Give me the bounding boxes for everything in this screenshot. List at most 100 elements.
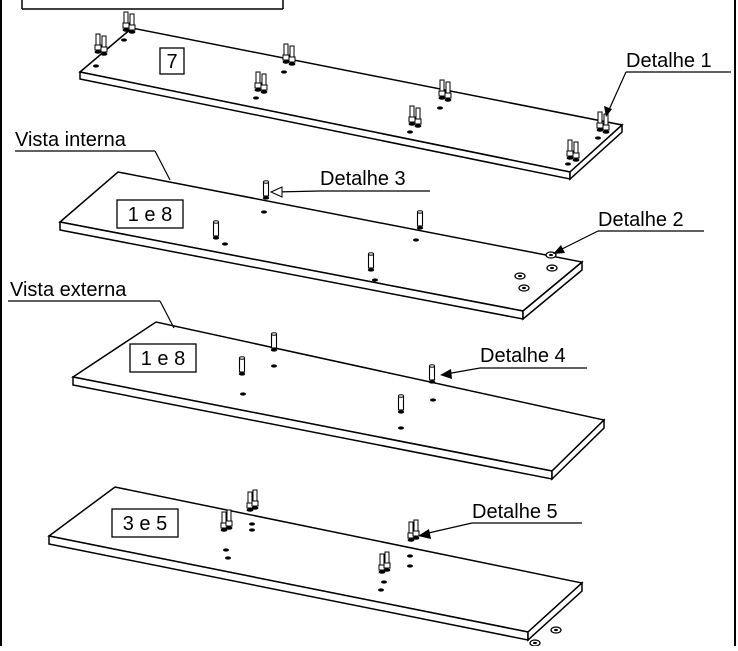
screw-icon [407,521,415,542]
hole-icon [407,564,413,568]
screw-icon [572,141,580,162]
hole-icon [430,398,436,402]
callout-leader [607,71,627,113]
dowel-icon [397,394,405,414]
callout-detalhe-5: Detalhe 5 [418,501,582,539]
callout-detalhe-1: Detalhe 1 [604,50,731,117]
screw-icon [94,33,102,54]
dowel-icon [270,332,278,352]
hole-icon [437,106,443,110]
hole-icon [281,70,287,74]
panel-badge: 1 e 8 [128,204,172,226]
panel-3e5-badge: 3 e 5 [111,508,179,538]
hole-icon [93,64,99,68]
screw-icon [122,11,130,32]
screw-icon [288,45,296,66]
screw-icon [414,107,422,128]
callout-leader [445,367,481,375]
screw-icon [282,43,290,64]
panel-badge: 1 e 8 [141,348,185,370]
panel-badge: 7 [166,51,177,73]
hole-icon [240,392,246,396]
screw-icon [408,105,416,126]
view-label: Vista externa [10,279,127,301]
panel-7-badge: 7 [159,47,185,75]
hole-icon [253,96,259,100]
cam-lock-icon [529,639,541,647]
callout-label: Detalhe 3 [320,168,406,190]
screw-icon [220,511,228,532]
callout-detalhe-2: Detalhe 2 [553,209,704,254]
hole-icon [249,528,255,532]
hole-icon [407,130,413,134]
hardware-layer [93,11,610,647]
panel-3e5 [47,486,584,642]
callout-label: Detalhe 2 [598,209,684,231]
callout-detalhe-4: Detalhe 4 [440,345,587,379]
callout-label: Detalhe 5 [472,501,558,523]
dowel-icon [212,220,220,240]
dowel-icon [262,180,270,200]
callout-label: Detalhe 4 [480,345,566,367]
panel-1e8-interna [58,171,584,321]
callout-leader [154,150,171,181]
hole-icon [398,426,404,430]
hole-icon [249,522,255,526]
dowel-icon [428,364,436,384]
panel-1e8-interna-badge: 1 e 8 [116,199,184,229]
badge-frame [129,343,197,373]
panel-1e8-externa [71,321,606,481]
screw-icon [378,553,386,574]
screw-icon [383,551,391,572]
hole-icon [121,38,127,42]
screw-icon [225,509,233,530]
screw-icon [128,13,136,34]
screw-icon [596,111,604,132]
callout-vista-interna: Vista interna [15,129,171,181]
panel-side-edge [569,123,623,181]
hole-icon [225,556,231,560]
callout-detalhe-3: Detalhe 3 [269,168,430,198]
cam-lock-icon [550,626,562,634]
panel-side-edge [551,418,605,481]
callout-label: Detalhe 1 [626,50,712,72]
badge-frame [159,47,185,75]
screw-icon [260,73,268,94]
hole-icon [565,162,571,166]
screw-icon [251,489,259,510]
callout-vista-externa: Vista externa [8,279,175,329]
panel-side-edge [522,260,583,321]
screw-icon [254,71,262,92]
arrowhead-icon [553,245,565,254]
screw-icon [246,491,254,512]
hole-icon [381,580,387,584]
dowel-icon [416,210,424,230]
hole-icon [223,548,229,552]
hole-icon [372,278,378,282]
callout-leader [557,230,599,252]
screw-icon [566,139,574,160]
screw-icon [100,35,108,56]
panel-7 [78,27,624,181]
panel-side-edge [527,581,583,642]
cam-lock-icon [546,264,558,272]
screw-icon [444,81,452,102]
hole-icon [413,238,419,242]
hole-icon [271,364,277,368]
hole-icon [378,588,384,592]
callout-leader [159,300,175,329]
screw-icon [412,519,420,540]
dowel-icon [367,252,375,272]
hole-icon [222,242,228,246]
arrowhead-icon [269,186,283,198]
cam-lock-icon [514,272,526,280]
arrowhead-icon [440,369,452,379]
arrowhead-icon [604,106,612,117]
hole-icon [595,136,601,140]
dowel-icon [238,356,246,376]
callout-leader [423,522,473,535]
hole-icon [407,554,413,558]
badge-frame [116,199,184,229]
